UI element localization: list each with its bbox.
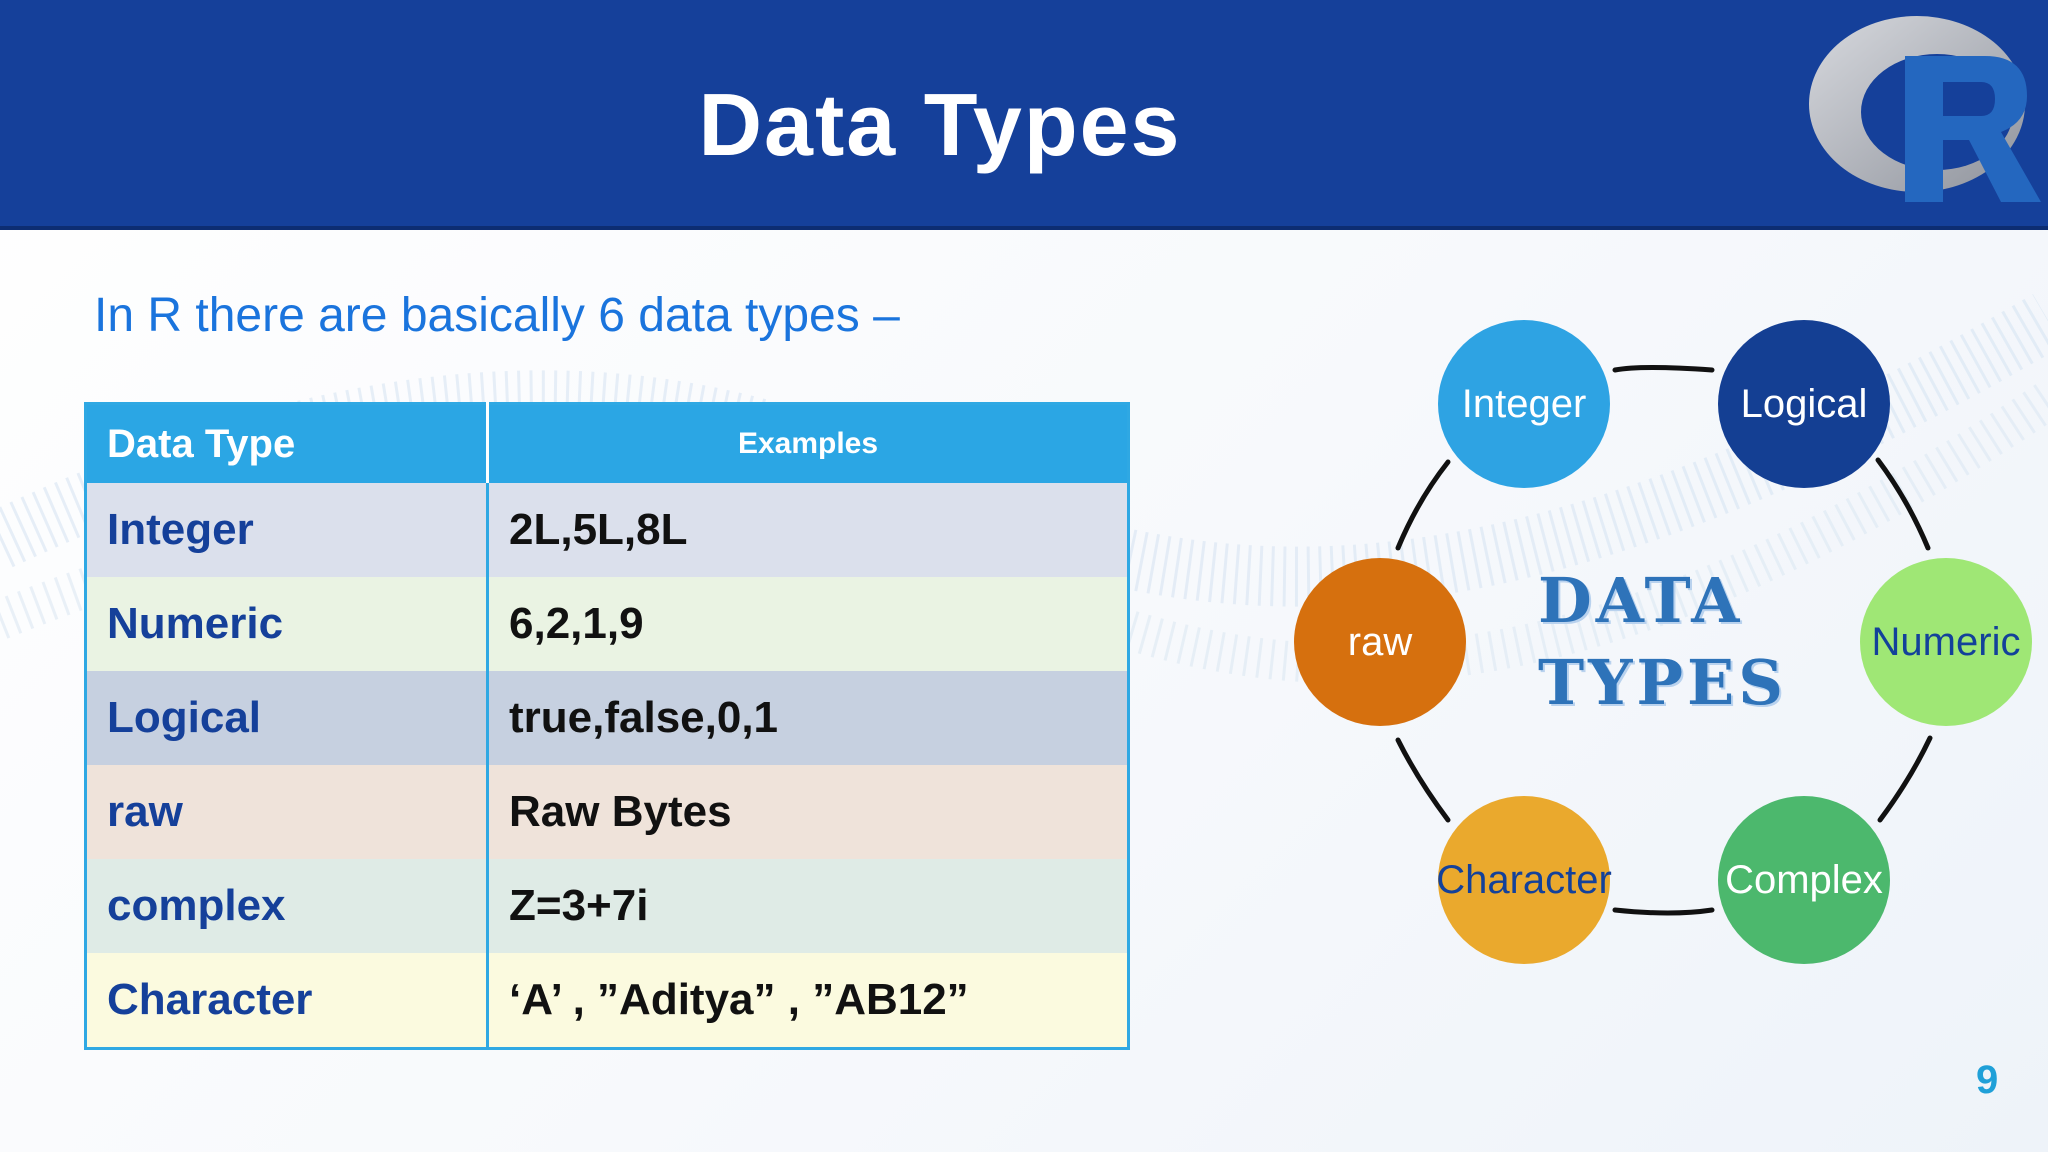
diagram-center-label: DATA TYPES xyxy=(1538,560,1788,724)
node-integer: Integer xyxy=(1438,320,1610,488)
data-type-cell: complex xyxy=(85,859,489,953)
center-label-line1: DATA xyxy=(1538,564,1744,637)
table-row: Numeric 6,2,1,9 xyxy=(85,577,1129,671)
example-cell: ‘A’ , ”Aditya” , ”AB12” xyxy=(509,975,969,1024)
slide-title: Data Types xyxy=(698,75,1182,174)
node-complex: Complex xyxy=(1718,796,1890,964)
column-header-data-type: Data Type xyxy=(85,403,489,483)
diagram-connector-ring xyxy=(1395,365,1933,916)
example-cell: Raw Bytes xyxy=(509,787,732,836)
node-numeric: Numeric xyxy=(1860,558,2032,726)
example-cell: 2L,5L,8L xyxy=(509,505,688,554)
data-types-table: Data Type Examples Integer 2L,5L,8L Numeri… xyxy=(84,402,1130,1050)
slide-header: Data Types xyxy=(0,0,2048,230)
dotted-wave-decoration xyxy=(0,294,2048,684)
example-cell: true,false,0,1 xyxy=(509,693,779,742)
table-row: Logical true,false,0,1 xyxy=(85,671,1129,765)
r-logo-icon xyxy=(1809,16,2041,202)
table-row: complex Z=3+7i xyxy=(85,859,1129,953)
page-number: 9 xyxy=(1976,1058,1999,1102)
table-row: Integer 2L,5L,8L xyxy=(85,483,1129,577)
node-logical: Logical xyxy=(1718,320,1890,488)
center-label-line2: TYPES xyxy=(1538,646,1788,719)
column-header-examples: Examples xyxy=(487,403,1129,483)
data-type-cell: Logical xyxy=(85,671,489,765)
intro-text: In R there are basically 6 data types – xyxy=(94,289,900,342)
data-type-cell: raw xyxy=(85,765,489,859)
data-type-cell: Character xyxy=(85,953,489,1049)
node-character: Character xyxy=(1436,796,1612,964)
node-raw: raw xyxy=(1294,558,1466,726)
table-row: raw Raw Bytes xyxy=(85,765,1129,859)
table-header-row: Data Type Examples xyxy=(85,403,1129,483)
data-type-cell: Numeric xyxy=(85,577,489,671)
data-type-cell: Integer xyxy=(85,483,489,577)
example-cell: Z=3+7i xyxy=(509,881,649,930)
table-row: Character ‘A’ , ”Aditya” , ”AB12” xyxy=(85,953,1129,1049)
example-cell: 6,2,1,9 xyxy=(509,599,644,648)
